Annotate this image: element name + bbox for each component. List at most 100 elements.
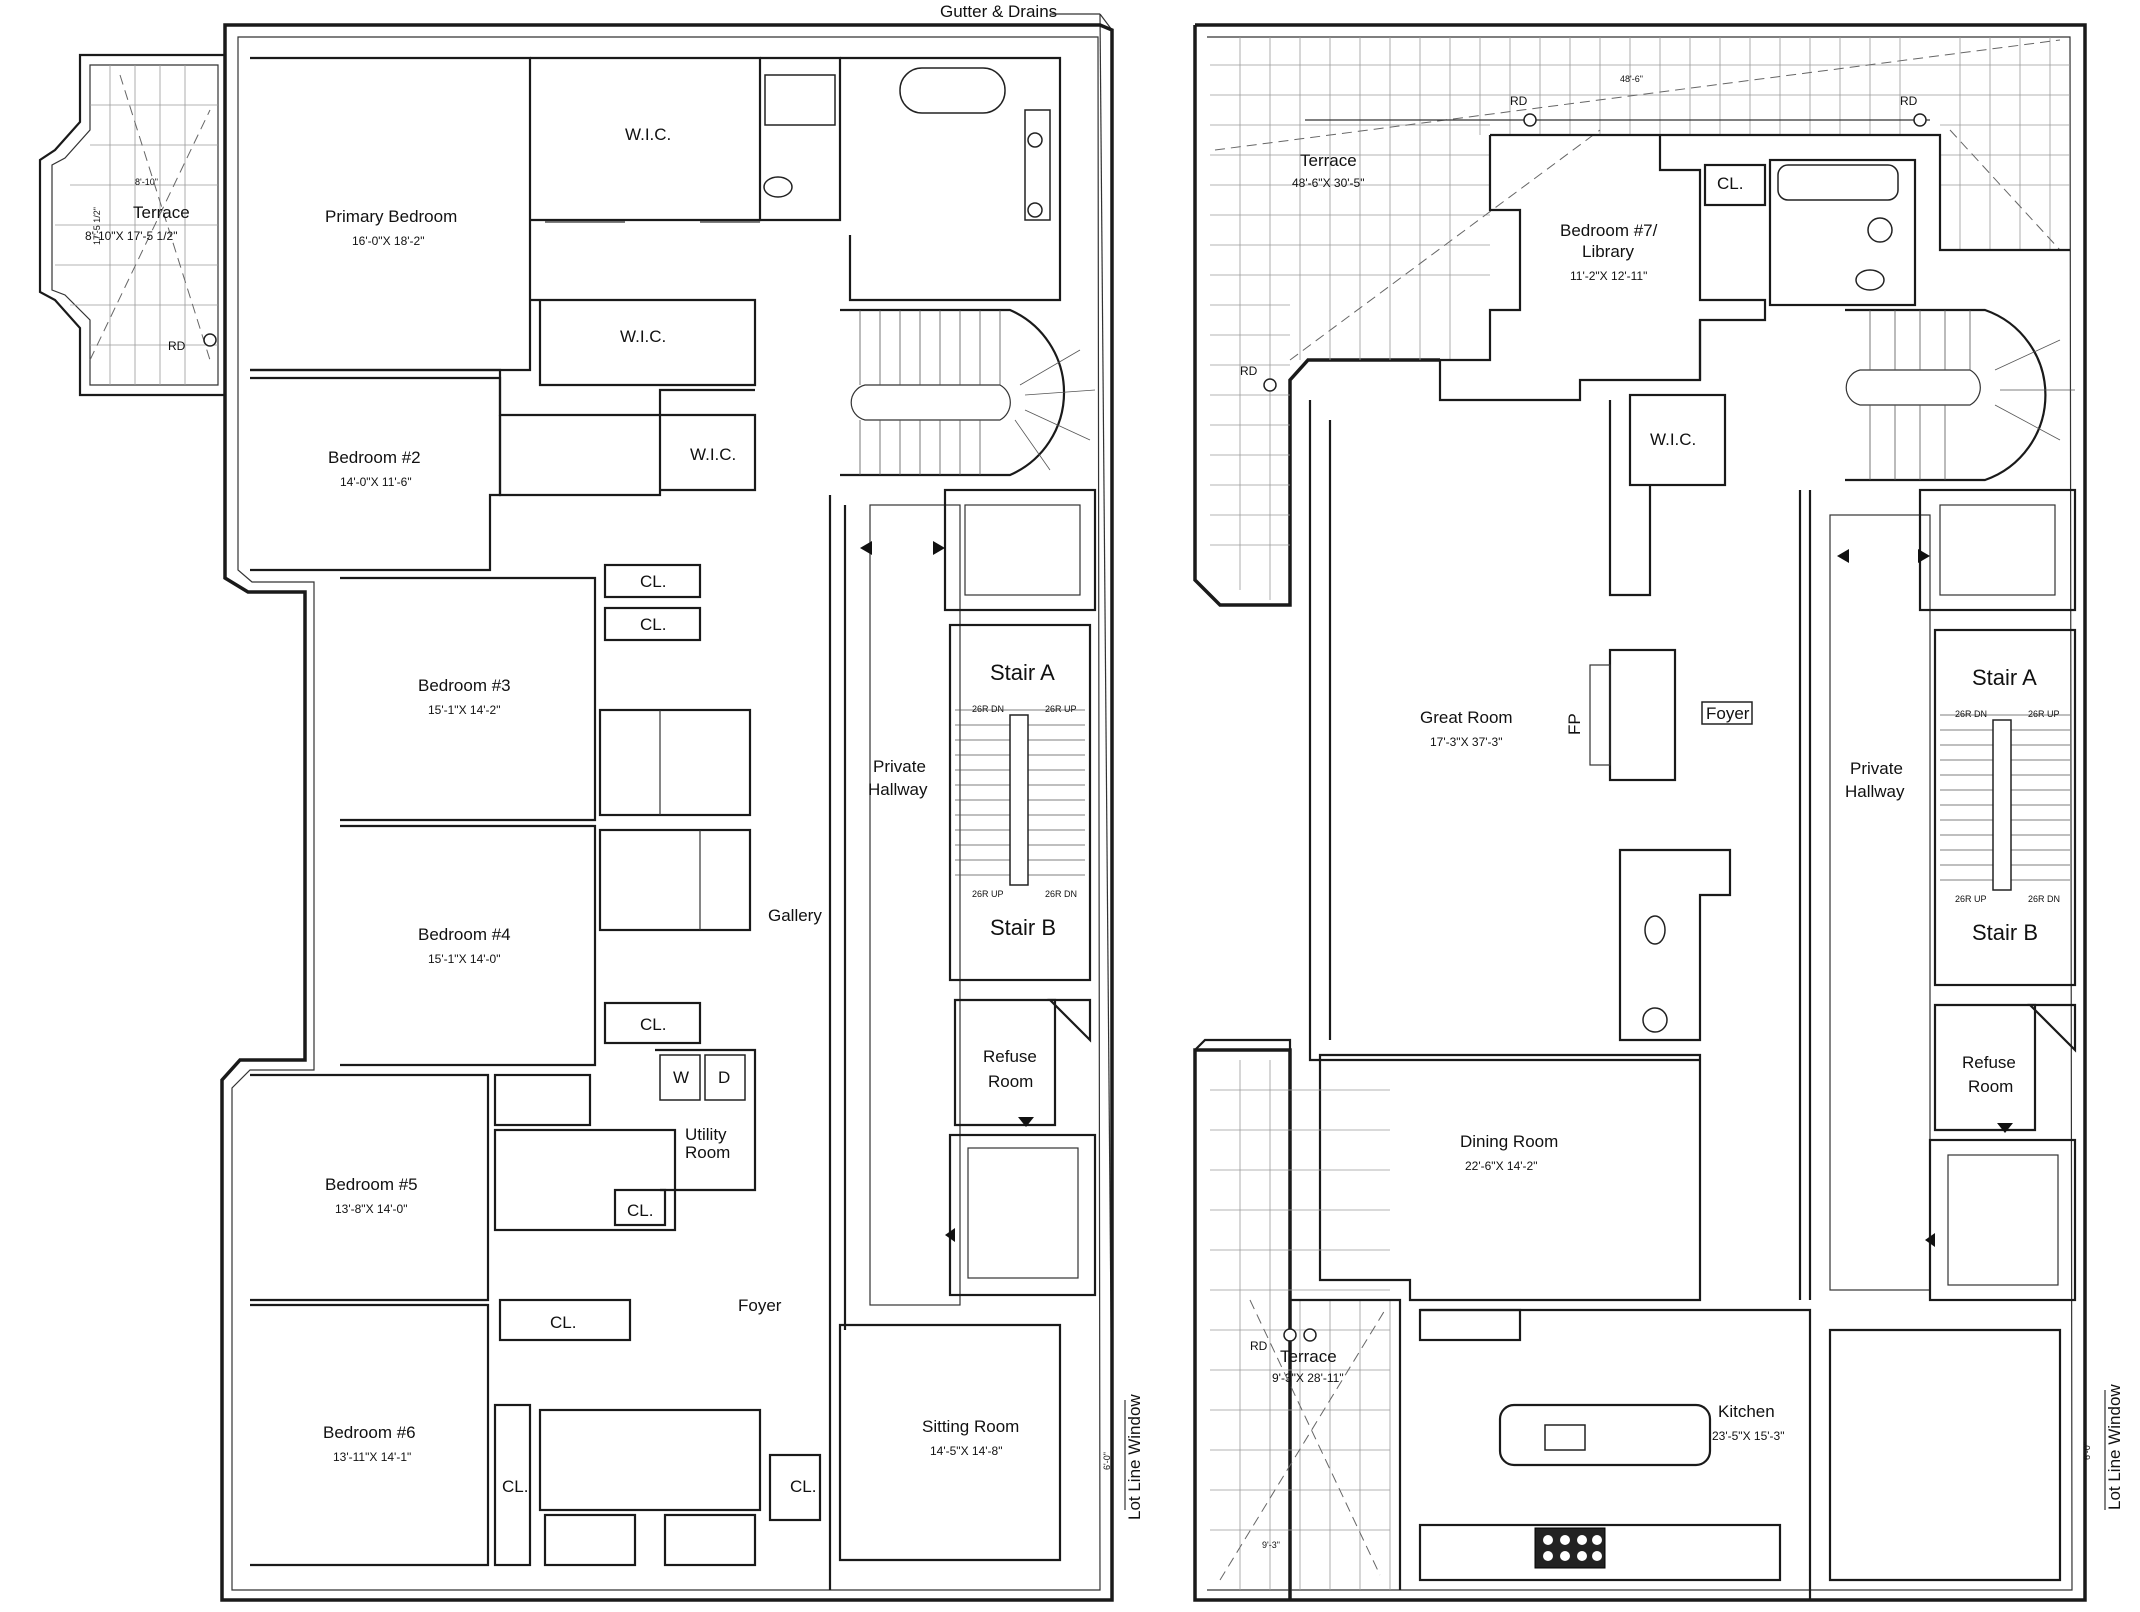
left-stair-note: 26R DN [972,704,1004,714]
top-terrace-label: Terrace [1300,151,1357,170]
bedroom-7-label-2: Library [1582,242,1634,261]
right-refuse-room-label: Refuse [1962,1053,2016,1072]
roof-drain-icon [1283,1328,1297,1342]
left-arrow-icon [1837,549,1849,563]
terrace-drain-label: RD [1510,94,1528,108]
bedroom-4-label: Bedroom #4 [418,925,511,944]
primary-bedroom-label: Primary Bedroom [325,207,457,226]
left-terrace-drain-label: RD [168,339,186,353]
bedroom-7-label: Bedroom #7/ [1560,221,1658,240]
closet-label: CL. [640,1015,666,1034]
elevator-arrow-icon [1925,1233,1935,1247]
closet-label: CL. [790,1477,816,1496]
left-arrow-icon [860,541,872,555]
utility-room-label: Utility [685,1125,727,1144]
right-spiral-stair [1845,308,2075,482]
bathtub-icon [899,67,1006,114]
dryer-label: D [718,1068,730,1087]
right-stair-note: 26R UP [1955,894,1987,904]
left-stair-note: 26R DN [1045,889,1077,899]
left-terrace-dim-width: 8'-10" [135,177,158,187]
kitchen-size: 23'-5"X 15'-3" [1712,1429,1784,1443]
roof-drain-icon [1263,378,1277,392]
roof-drain-icon [1913,113,1927,127]
top-terrace-dim: 48'-6" [1620,74,1643,84]
primary-bedroom-size: 16'-0"X 18'-2" [352,234,424,248]
bottom-terrace-dim: 9'-3" [1262,1540,1280,1550]
right-arrow-icon [1918,549,1930,563]
bedroom-4-size: 15'-1"X 14'-0" [428,952,500,966]
wic-label: W.I.C. [625,125,671,144]
dining-room-label: Dining Room [1460,1132,1558,1151]
right-private-hallway-label-2: Hallway [1845,782,1905,801]
right-foyer-label: Foyer [1706,704,1750,723]
spiral-stair [840,308,1096,477]
bedroom-2-label: Bedroom #2 [328,448,421,467]
right-wic-label: W.I.C. [1650,430,1696,449]
kitchen-island [1498,1403,1712,1467]
wic-label: W.I.C. [620,327,666,346]
closet-label: CL. [640,615,666,634]
private-hallway-label: Private [873,757,926,776]
right-stair-note: 26R DN [2028,894,2060,904]
roof-drain-icon [1303,1328,1317,1342]
right-lot-line-label: Lot Line Window [2105,1384,2124,1510]
right-refuse-room-label-2: Room [1968,1077,2013,1096]
right-stair-a-label: Stair A [1972,665,2037,690]
left-terrace [38,53,227,397]
down-arrow-icon [1018,1117,1034,1127]
left-stair-note: 26R UP [1045,704,1077,714]
closet-label: CL. [550,1313,576,1332]
bedroom-6-label: Bedroom #6 [323,1423,416,1442]
top-terrace-size: 48'-6"X 30'-5" [1292,176,1364,190]
terrace-drain-label: RD [1900,94,1918,108]
right-arrow-icon [933,541,945,555]
left-terrace-dim-height: 17'-5 1/2" [92,207,102,245]
range-icon [1534,1527,1606,1569]
refuse-room-label-2: Room [988,1072,1033,1091]
left-stair-note: 26R UP [972,889,1004,899]
great-room-size: 17'-3"X 37'-3" [1430,735,1502,749]
right-stair-note: 26R DN [1955,709,1987,719]
right-lot-line-dim: 6'-0" [2082,1442,2092,1460]
private-hallway-label-2: Hallway [868,780,928,799]
kitchen-label: Kitchen [1718,1402,1775,1421]
bedroom-7-size: 11'-2"X 12'-11" [1570,269,1647,283]
bedroom-3-label: Bedroom #3 [418,676,511,695]
sitting-room-size: 14'-5"X 14'-8" [930,1444,1002,1458]
bottom-terrace-label: Terrace [1280,1347,1337,1366]
wic-label: W.I.C. [690,445,736,464]
left-stair-a-label: Stair A [990,660,1055,685]
bedroom-2-size: 14'-0"X 11'-6" [340,475,412,489]
sink-icon [1544,1424,1586,1451]
fireplace-label: FP [1565,713,1584,735]
left-terrace-size: 8'-10"X 17'-5 1/2" [85,229,178,243]
bedroom-6-size: 13'-11"X 14'-1" [333,1450,411,1464]
bathtub-icon [1777,164,1899,201]
gutter-drains-note: Gutter & Drains [940,2,1057,21]
right-stair-b-label: Stair B [1972,920,2038,945]
closet-label: CL. [640,572,666,591]
foyer-label: Foyer [738,1296,782,1315]
roof-drain-icon [203,333,217,347]
left-lot-line-dim: 6'-0" [1102,1452,1112,1470]
sitting-room-label: Sitting Room [922,1417,1019,1436]
down-arrow-icon [1997,1123,2013,1133]
toilet-icon [1644,915,1666,945]
toilet-icon [1855,269,1885,291]
bedroom-5-label: Bedroom #5 [325,1175,418,1194]
right-closet-label: CL. [1717,174,1743,193]
bottom-terrace-drain-label: RD [1250,1339,1268,1353]
left-floor-plan: Gutter & Drains Terrace 8'-10"X 17'-5 1/… [38,2,1144,1602]
closet-label: CL. [502,1477,528,1496]
roof-drain-icon [1523,113,1537,127]
top-terrace-grid [1210,37,2070,600]
dining-room-size: 22'-6"X 14'-2" [1465,1159,1537,1173]
toilet-icon [763,176,793,198]
right-stair-note: 26R UP [2028,709,2060,719]
bedroom-5-size: 13'-8"X 14'-0" [335,1202,407,1216]
right-private-hallway-label: Private [1850,759,1903,778]
bottom-terrace-size: 9'-3"X 28'-11" [1272,1371,1344,1385]
terrace-drain-label: RD [1240,364,1258,378]
